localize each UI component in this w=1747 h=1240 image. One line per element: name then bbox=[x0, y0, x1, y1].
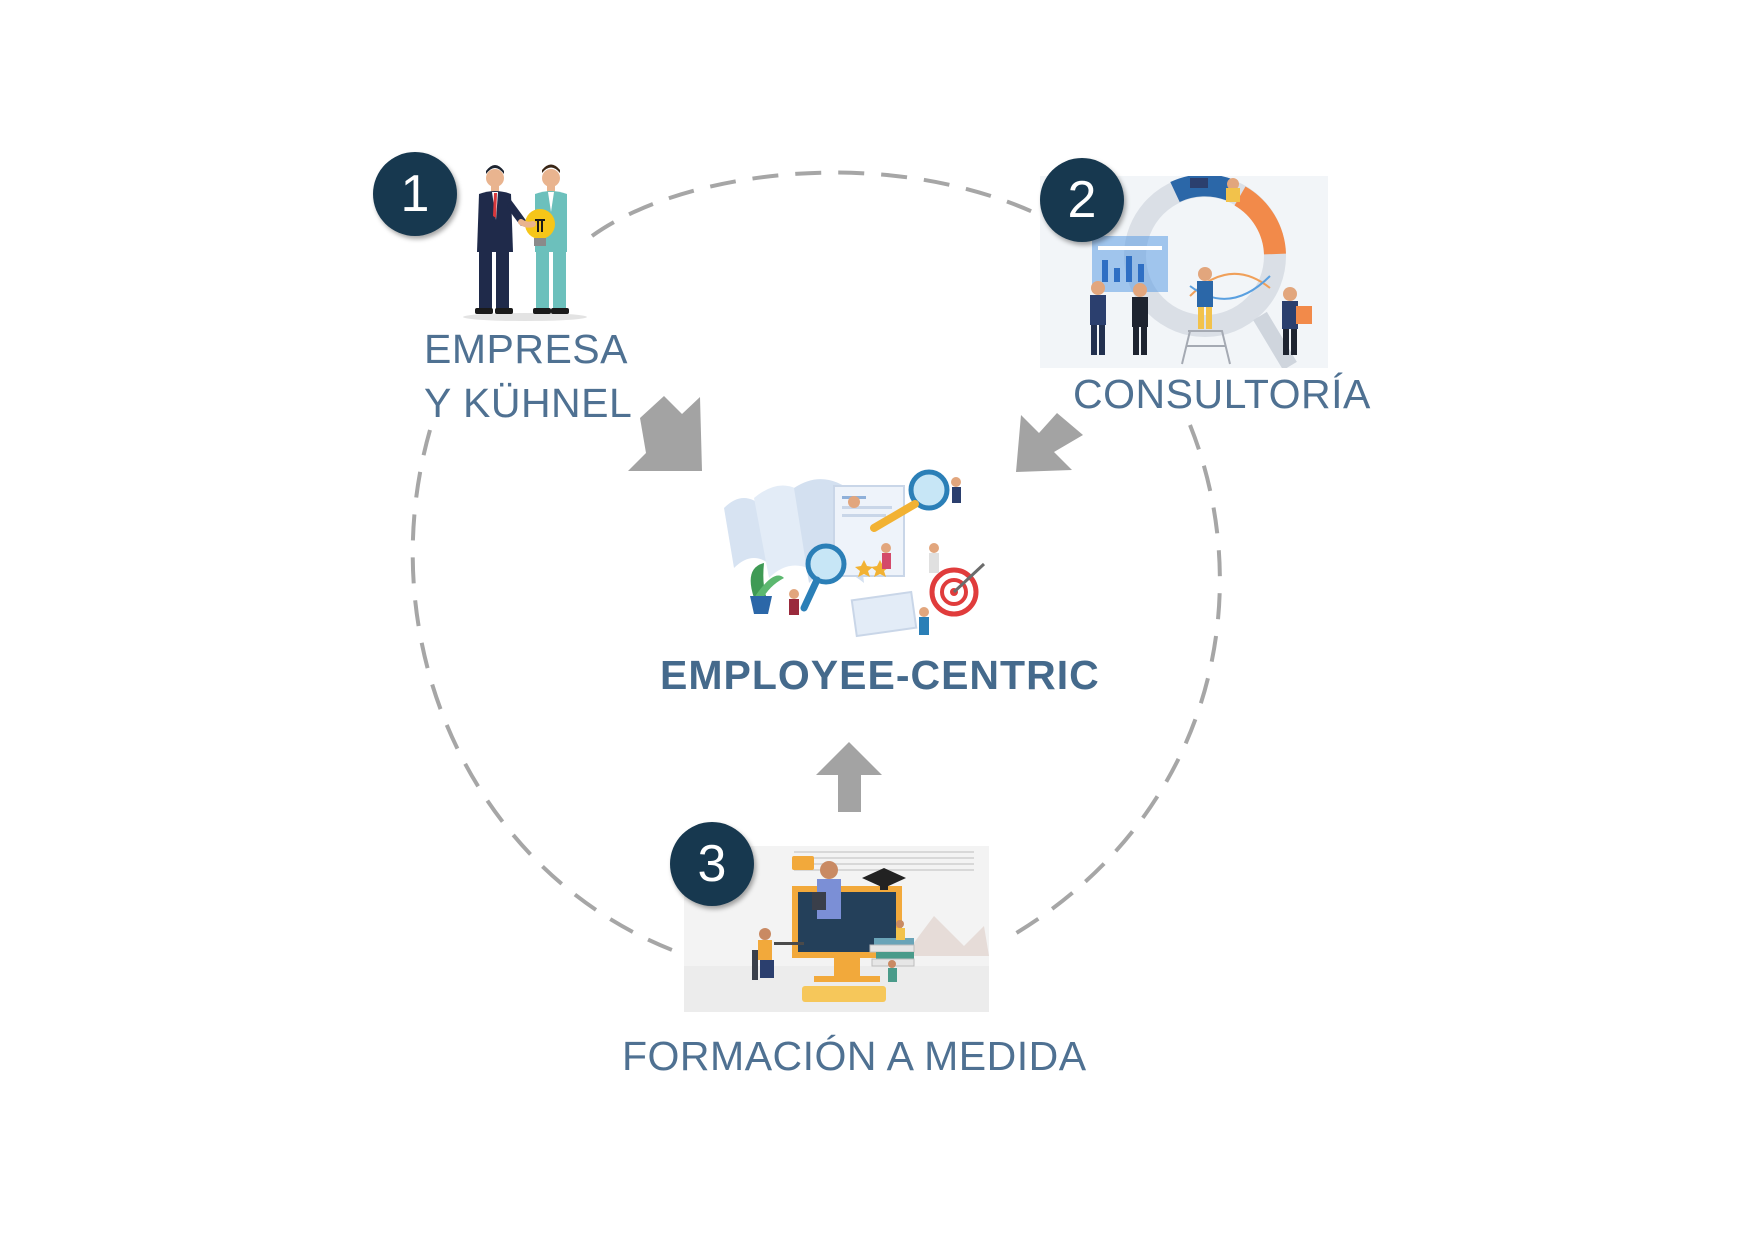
step2-number-badge: 2 bbox=[1040, 158, 1124, 242]
step2-label: CONSULTORÍA bbox=[1073, 367, 1371, 421]
step2-number: 2 bbox=[1067, 171, 1097, 229]
online-training-illustration bbox=[684, 846, 989, 1012]
arrow-step2-to-center bbox=[1016, 413, 1083, 472]
step3-number: 3 bbox=[697, 835, 727, 893]
dashed-ring-arc-top bbox=[590, 170, 1051, 238]
step1-number-badge: 1 bbox=[373, 152, 457, 236]
dashed-ring-arc-right bbox=[1006, 424, 1222, 940]
arrow-step1-to-center bbox=[628, 396, 702, 471]
step3-label-line1: FORMACIÓN A MEDIDA bbox=[622, 1033, 1087, 1079]
step1-number: 1 bbox=[400, 165, 430, 223]
dashed-ring-arc-left bbox=[410, 429, 673, 952]
step1-label-line2: Y KÜHNEL bbox=[424, 380, 633, 426]
handshake-illustration bbox=[463, 164, 587, 321]
step3-label: FORMACIÓN A MEDIDA bbox=[622, 1029, 1087, 1083]
arrow-step3-to-center bbox=[816, 742, 882, 812]
step1-label-line1: EMPRESA bbox=[424, 326, 628, 372]
recruitment-search-illustration bbox=[724, 469, 986, 638]
center-title: EMPLOYEE-CENTRIC bbox=[660, 652, 1100, 698]
step1-label: EMPRESA Y KÜHNEL bbox=[424, 322, 632, 430]
step2-label-line1: CONSULTORÍA bbox=[1073, 371, 1371, 417]
step3-number-badge: 3 bbox=[670, 822, 754, 906]
